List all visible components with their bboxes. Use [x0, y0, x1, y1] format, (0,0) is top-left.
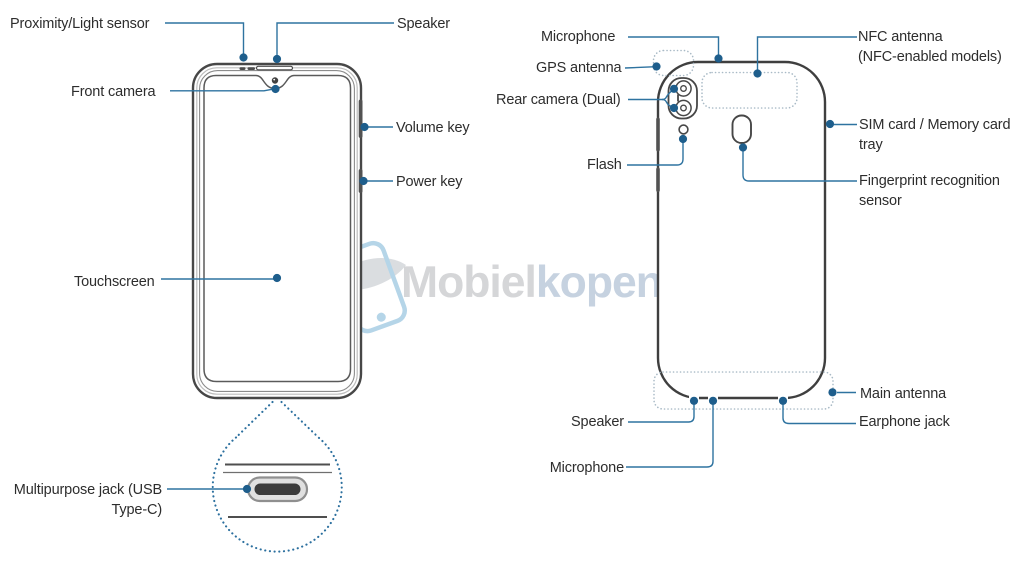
- front-body-inner-line: [199, 70, 355, 392]
- back-phone: [652, 49, 834, 410]
- nfc-antenna-region: [701, 71, 798, 109]
- label-multipurpose-jack: Multipurpose jack (USB Type-C): [13, 482, 162, 518]
- proximity-sensor-mark-2: [247, 67, 255, 70]
- leader-lines: [161, 22, 857, 494]
- label-rear-camera: Rear camera (Dual): [496, 92, 621, 108]
- leader-earphone-jack: [778, 396, 856, 425]
- callout-dot: [242, 484, 252, 494]
- label-nfc-antenna: NFC antenna (NFC-enabled models): [858, 29, 1002, 65]
- callout-dot: [669, 84, 679, 93]
- front-phone: [191, 62, 363, 400]
- leader-microphone-top: [628, 36, 723, 63]
- leader-proximity-light-sensor: [165, 22, 248, 62]
- leader-multipurpose-jack: [167, 484, 252, 494]
- callout-dot: [678, 134, 688, 144]
- callout-dot: [669, 103, 679, 113]
- label-flash: Flash: [587, 157, 622, 173]
- callout-dot: [714, 54, 723, 63]
- callout-line-left: [234, 400, 274, 439]
- leader-power-key: [359, 176, 393, 186]
- label-earphone-jack: Earphone jack: [859, 414, 950, 430]
- leader-sim-tray: [825, 119, 857, 129]
- callout-dot: [360, 122, 369, 132]
- leader-gps-antenna: [624, 62, 661, 71]
- earpiece-speaker-slit: [255, 65, 294, 71]
- label-main-antenna: Main antenna: [860, 386, 947, 402]
- label-proximity-light-sensor: Proximity/Light sensor: [10, 16, 150, 32]
- callout-dot: [689, 396, 699, 405]
- front-body-outline: [191, 62, 363, 400]
- label-sim-tray: SIM card / Memory card tray: [859, 117, 1011, 153]
- callout-dot: [708, 396, 718, 405]
- watermark-text-blue: kopen: [536, 258, 662, 307]
- callout-dotted-lines: [211, 400, 343, 553]
- leader-fingerprint-sensor: [738, 143, 857, 182]
- main-antenna-region: [653, 371, 834, 410]
- label-volume-key: Volume key: [396, 120, 470, 136]
- usb-callout: [211, 400, 343, 553]
- callout-dot: [271, 84, 280, 94]
- callout-dot: [359, 176, 368, 186]
- fingerprint-sensor: [731, 114, 752, 144]
- usb-c-port-inner: [254, 483, 301, 495]
- callout-dot: [239, 53, 248, 62]
- callout-dot: [738, 143, 748, 152]
- leader-rear-camera: [628, 84, 679, 113]
- watermark: Mobielkopen: [333, 240, 663, 334]
- label-power-key: Power key: [396, 174, 463, 190]
- volume-key-bump: [358, 99, 363, 138]
- callout-dot: [828, 388, 837, 397]
- watermark-text-grey: Mobiel: [401, 258, 536, 307]
- rear-camera-lens-bottom-inner: [680, 104, 687, 112]
- gps-antenna-region: [652, 49, 695, 77]
- label-fingerprint-sensor: Fingerprint recognition sensor: [859, 173, 1000, 209]
- antenna-regions: [652, 49, 834, 410]
- callout-dot: [753, 69, 762, 78]
- proximity-sensor-mark-1: [239, 67, 246, 70]
- leader-main-antenna: [828, 388, 856, 397]
- leader-front-camera: [170, 84, 280, 94]
- callout-dotted-circle: [211, 436, 343, 553]
- rear-camera-lens-top-inner: [680, 85, 687, 92]
- front-camera-glint: [273, 78, 276, 81]
- rear-camera-module: [667, 77, 698, 120]
- callout-dot: [825, 119, 835, 129]
- leader-speaker-front: [272, 22, 394, 64]
- flash-led: [678, 124, 689, 135]
- callout-dot: [778, 396, 788, 405]
- leader-volume-key: [360, 122, 393, 132]
- label-speaker-bottom: Speaker: [571, 414, 624, 430]
- label-gps-antenna: GPS antenna: [536, 60, 622, 76]
- label-microphone-bottom: Microphone: [549, 460, 624, 476]
- leader-flash: [627, 134, 688, 166]
- label-front-camera: Front camera: [71, 84, 156, 100]
- leader-touchscreen: [161, 273, 282, 283]
- leader-microphone-bottom: [626, 396, 718, 468]
- watermark-text: Mobielkopen: [401, 258, 662, 307]
- back-volume-key-bump: [656, 117, 660, 152]
- callout-dot: [272, 54, 282, 64]
- back-body-outline: [656, 60, 827, 400]
- callout-dot: [272, 273, 282, 283]
- callout-line-right: [280, 400, 320, 439]
- leader-nfc-antenna: [753, 36, 857, 78]
- leader-speaker-bottom: [628, 396, 699, 423]
- callout-dot: [652, 62, 661, 71]
- front-camera-lens: [271, 77, 279, 84]
- back-power-key-bump: [656, 167, 660, 192]
- label-microphone-top: Microphone: [541, 29, 616, 45]
- label-touchscreen: Touchscreen: [74, 274, 155, 290]
- label-speaker-front: Speaker: [397, 16, 450, 32]
